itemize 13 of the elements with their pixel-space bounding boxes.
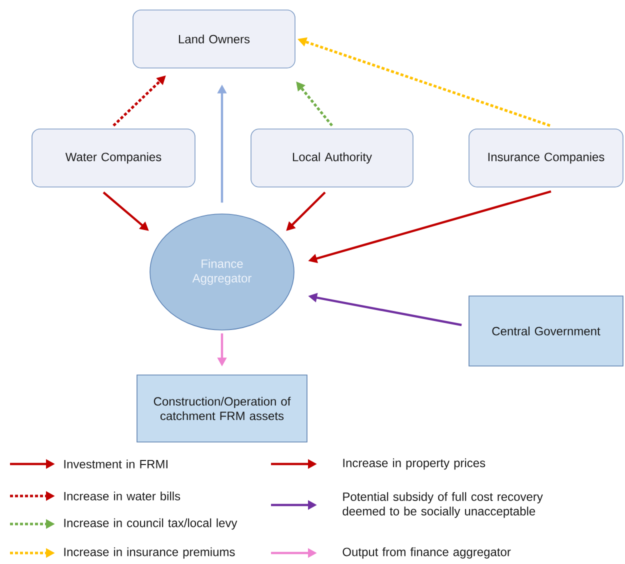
entity-box: Local Authority — [250, 128, 414, 188]
process-box: Central Government — [468, 296, 624, 366]
legend-text: Increase in council tax/local levy — [64, 518, 238, 530]
process-box: Construction/Operation of catchment FRM assets — [136, 374, 308, 442]
legend-text: Increase in water bills — [64, 492, 180, 500]
legend-text: Investment in FRMI — [64, 460, 168, 468]
entity-box: Water Companies — [32, 128, 196, 188]
legend-text: Increase in insurance premiums — [64, 547, 235, 559]
legend-text: Increase in property prices — [343, 458, 486, 470]
legend-text: Potential subsidy of full cost recovery deemed to be socially unacceptable — [342, 492, 543, 518]
entity-box: Land Owners — [132, 10, 296, 68]
entity-box: Insurance Companies — [468, 128, 624, 188]
legend-text: Output from finance aggregator — [342, 547, 511, 559]
